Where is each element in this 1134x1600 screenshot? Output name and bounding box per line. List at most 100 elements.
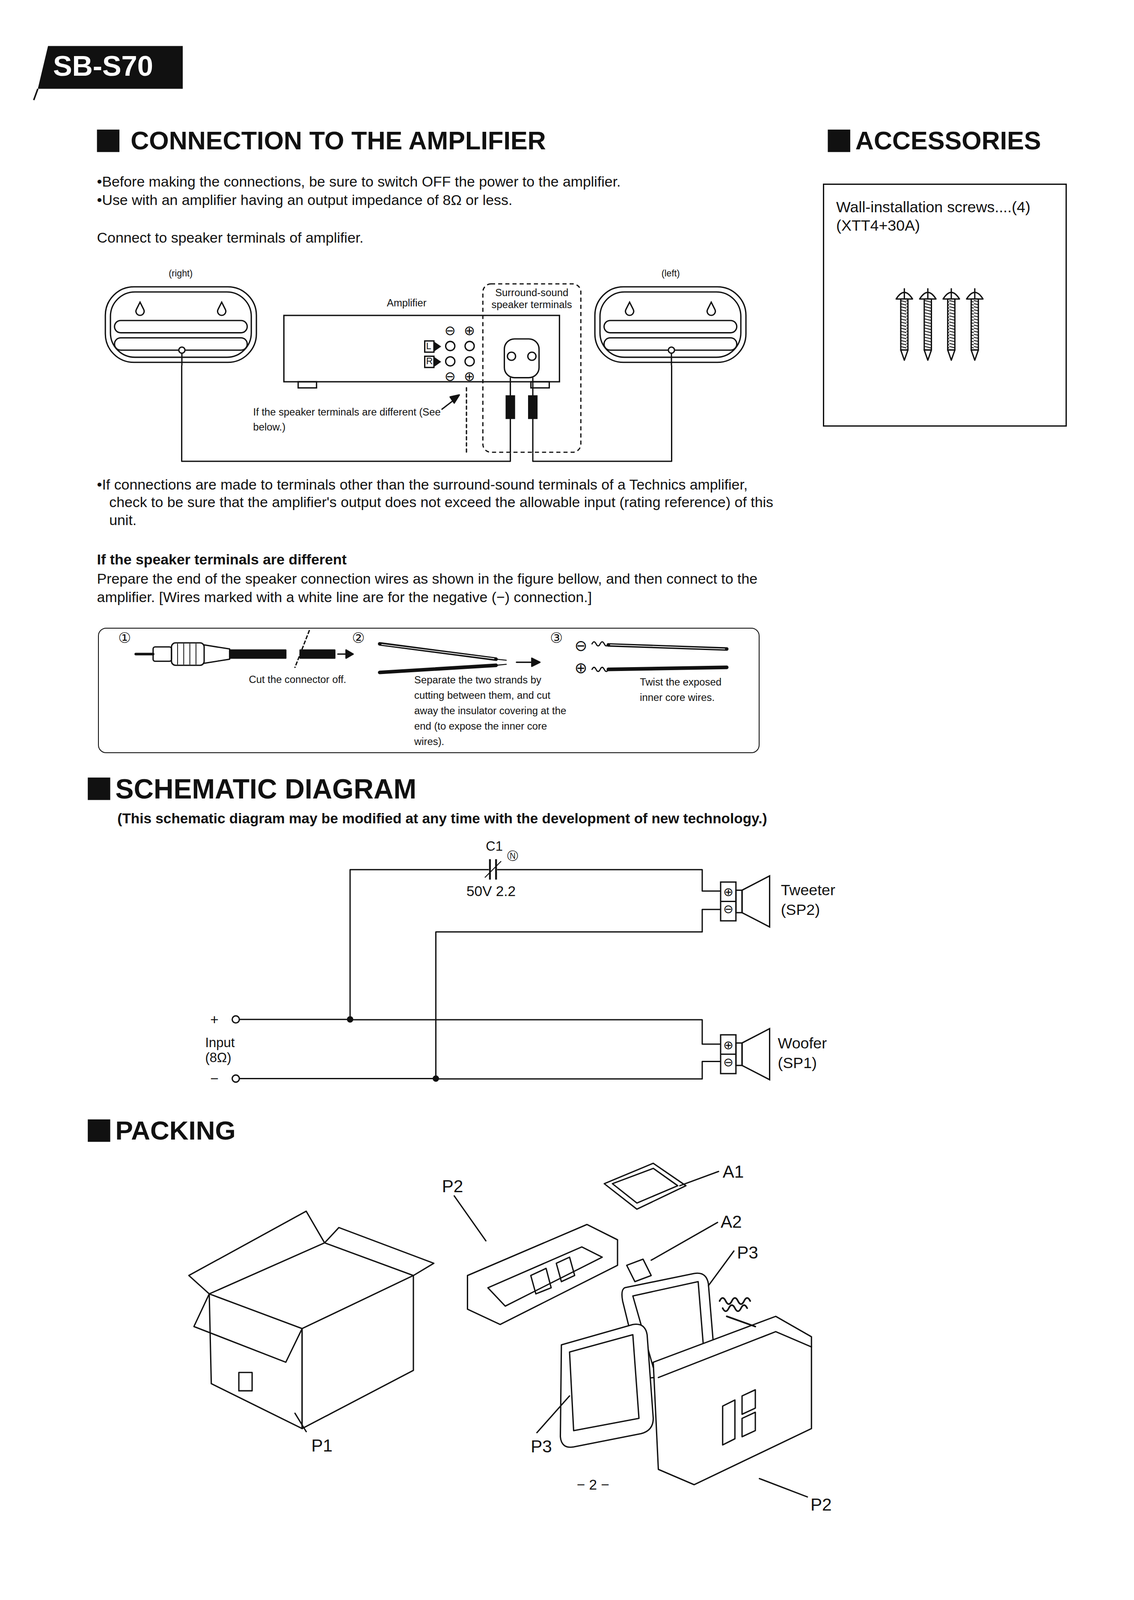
part-ref: C1 xyxy=(485,838,503,855)
text-holder: Cut the connector off. xyxy=(249,673,347,686)
drawing-rect xyxy=(482,283,581,453)
woofer: Woofer (SP1) xyxy=(720,1023,868,1086)
drawing-line xyxy=(33,88,39,100)
text-holder: 50V 2.2 xyxy=(466,882,516,900)
text-holder: ② xyxy=(352,629,366,647)
step-box: ①Cut the connector off.②Separate the two… xyxy=(97,627,760,754)
drawing-g xyxy=(135,288,983,1497)
terminal-sign: ⊖ xyxy=(444,368,456,385)
accessory-box: Wall-installation screws....(4)(XTT4+30A… xyxy=(822,183,1067,427)
drawing-rect xyxy=(97,129,120,152)
drawing-path xyxy=(658,1331,812,1378)
text-holder: L xyxy=(426,341,432,353)
drawing-line xyxy=(651,1222,718,1261)
body-text: Connect to speaker terminals of amplifie… xyxy=(97,228,364,247)
callout-number: P3 xyxy=(530,1436,553,1458)
speaker-name: Woofer (SP1) xyxy=(777,1033,852,1073)
drawing-line xyxy=(177,644,179,665)
drawing-path xyxy=(591,641,609,647)
drawing-line xyxy=(135,653,154,656)
speaker-right: (right) xyxy=(102,267,260,366)
drawing-rect xyxy=(238,1372,253,1391)
drawing-circle xyxy=(445,356,455,366)
drawing-path xyxy=(217,302,226,316)
drawing-line xyxy=(759,1478,808,1497)
drawing-rect xyxy=(827,129,850,152)
drawing-rect xyxy=(424,341,434,353)
accessory-text: (XTT4+30A) xyxy=(836,216,921,235)
drawing-path xyxy=(434,358,440,366)
text-holder: P1 xyxy=(311,1435,333,1457)
drawing-line xyxy=(973,288,976,298)
text-holder: R xyxy=(426,356,434,368)
drawing-path xyxy=(193,1294,303,1363)
amp-label: Amplifier xyxy=(386,296,427,310)
drawing-polygon xyxy=(346,650,354,659)
terminal-sign: ⊕ xyxy=(463,368,475,385)
text-holder: Tweeter (SP2) xyxy=(780,880,855,920)
drawing-circle xyxy=(178,347,185,354)
drawing-g xyxy=(595,286,747,366)
text-holder: SCHEMATIC DIAGRAM xyxy=(115,772,417,806)
drawing-path xyxy=(188,1211,325,1294)
text-holder: ACCESSORIES xyxy=(855,125,1042,157)
text-holder: (right) xyxy=(109,268,253,280)
drawing-rect xyxy=(971,299,979,351)
drawing-rect xyxy=(924,299,932,351)
drawing-path xyxy=(381,644,494,659)
part-value: 50V 2.2 xyxy=(466,882,516,900)
text-holder: (XTT4+30A) xyxy=(836,216,921,235)
drawing-line xyxy=(183,644,185,665)
drawing-circle xyxy=(232,1015,240,1024)
page-number: − 2 − xyxy=(576,1476,610,1494)
drawing-rect xyxy=(736,890,743,913)
callout-number: P2 xyxy=(810,1494,832,1516)
text-holder: − xyxy=(210,1070,219,1088)
drawing-line xyxy=(516,661,533,663)
drawing-path xyxy=(947,350,956,361)
text-holder: ⊕ xyxy=(574,659,588,678)
drawing-path xyxy=(209,1242,414,1294)
terminal-sign: ⊕ xyxy=(463,322,475,339)
drawing-line xyxy=(189,644,191,665)
text-holder: CONNECTION TO THE AMPLIFIER xyxy=(130,125,547,157)
drawing-path xyxy=(924,350,932,361)
step-text: ① xyxy=(118,629,131,647)
callout-number: P3 xyxy=(736,1242,759,1264)
drawing-circle xyxy=(464,356,474,366)
step-text: Cut the connector off. xyxy=(249,673,347,686)
model-tab: SB-S70 xyxy=(36,44,184,90)
drawing-line xyxy=(950,288,952,298)
drawing-rect xyxy=(720,1035,737,1075)
drawing-g xyxy=(283,315,560,388)
text-holder: ⊕ xyxy=(463,322,475,339)
drawing-path xyxy=(434,342,440,351)
drawing-line xyxy=(903,288,906,298)
drawing-rect xyxy=(530,381,550,388)
drawing-path xyxy=(379,644,496,660)
callout-number: P1 xyxy=(311,1435,333,1457)
drawing-path xyxy=(653,1316,812,1485)
terminal-sign: ⊖ xyxy=(723,901,734,917)
drawing-path xyxy=(604,1163,686,1209)
drawing-line xyxy=(720,900,737,903)
drawing-g xyxy=(87,129,851,1142)
input-label: Input (8Ω) xyxy=(204,1035,246,1066)
text-holder: ⊕ xyxy=(723,884,734,900)
drawing-rect xyxy=(504,338,539,378)
drawing-rect xyxy=(299,650,335,659)
drawing-path xyxy=(742,1389,756,1415)
drawing-rect xyxy=(110,291,252,358)
callout-number: A1 xyxy=(722,1161,745,1183)
drawing-rect xyxy=(87,777,110,800)
drawing-path xyxy=(530,1268,552,1295)
sub-heading: (This schematic diagram may be modified … xyxy=(117,810,767,828)
drawing-circle xyxy=(668,347,675,354)
text-holder: A1 xyxy=(722,1161,745,1183)
drawing-rect xyxy=(506,395,515,419)
callout-number: A2 xyxy=(720,1211,743,1233)
drawing-rect xyxy=(171,642,205,665)
wire xyxy=(350,869,721,1045)
drawing-line xyxy=(294,630,309,668)
drawing-rect xyxy=(229,650,286,659)
